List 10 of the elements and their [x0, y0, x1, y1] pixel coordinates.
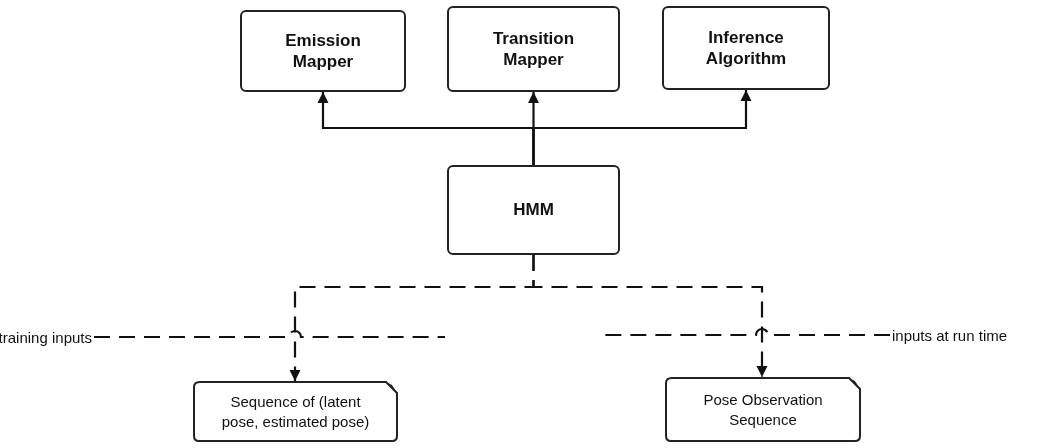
arrow — [532, 255, 768, 377]
arrow — [532, 90, 752, 165]
document-box: Pose Observation Sequence — [665, 377, 861, 442]
process-box: Emission Mapper — [240, 10, 406, 92]
process-box: HMM — [447, 165, 620, 255]
process-box: Transition Mapper — [447, 6, 620, 92]
input-label: inputs at run time — [892, 324, 1042, 346]
document-box: Sequence of (latent pose, estimated pose) — [193, 381, 398, 442]
process-box: Inference Algorithm — [662, 6, 830, 90]
dashed-line — [94, 330, 445, 339]
